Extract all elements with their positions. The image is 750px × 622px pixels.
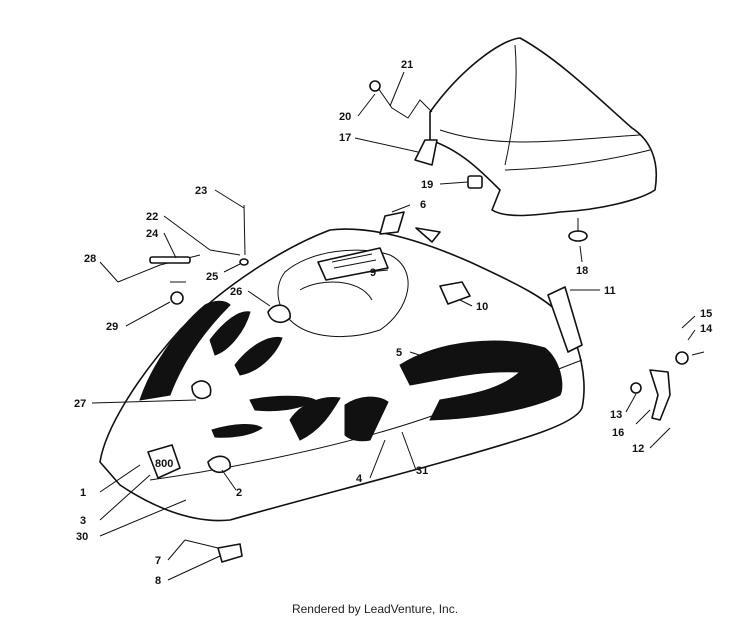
callout-16: 16 — [612, 409, 651, 439]
svg-text:21: 21 — [401, 59, 413, 71]
callout-2: 2 — [221, 469, 242, 499]
svg-text:31: 31 — [416, 465, 428, 477]
svg-text:800: 800 — [155, 458, 173, 470]
callout-20: 20 — [339, 93, 376, 123]
svg-text:15: 15 — [700, 308, 712, 320]
svg-text:27: 27 — [74, 398, 86, 410]
svg-text:25: 25 — [206, 271, 218, 283]
windshield-screw — [369, 80, 433, 119]
svg-text:14: 14 — [700, 323, 713, 335]
svg-text:5: 5 — [396, 347, 402, 359]
callout-23: 23 — [195, 185, 245, 209]
callout-10: 10 — [459, 299, 488, 313]
svg-text:22: 22 — [146, 211, 158, 223]
svg-text:16: 16 — [612, 427, 624, 439]
svg-text:4: 4 — [356, 473, 363, 485]
callout-24: 24 — [146, 228, 177, 259]
svg-text:3: 3 — [80, 515, 86, 527]
callout-18: 18 — [576, 245, 588, 277]
callout-30: 30 — [76, 499, 187, 543]
windshield — [429, 37, 657, 217]
callout-6: 6 — [391, 199, 426, 213]
front-emblem: 800 — [147, 444, 181, 479]
svg-text:18: 18 — [576, 265, 588, 277]
callout-25: 25 — [206, 263, 241, 283]
svg-text:28: 28 — [84, 253, 96, 265]
callout-26: 26 — [230, 286, 271, 307]
windshield-nut — [467, 175, 483, 189]
callout-12: 12 — [632, 427, 671, 455]
callout-3: 3 — [80, 474, 151, 527]
callout-28: 28 — [84, 253, 119, 283]
svg-text:19: 19 — [421, 179, 433, 191]
callout-17: 17 — [339, 132, 419, 153]
hood-vents — [209, 311, 316, 438]
svg-text:12: 12 — [632, 443, 644, 455]
windshield-bracket — [414, 139, 438, 166]
callout-8: 8 — [155, 555, 221, 587]
callout-5: 5 — [396, 347, 461, 369]
svg-text:30: 30 — [76, 531, 88, 543]
callout-21: 21 — [389, 59, 413, 107]
svg-text:29: 29 — [106, 321, 118, 333]
checkered-decal — [139, 300, 563, 442]
svg-text:11: 11 — [604, 285, 616, 297]
mounting-bracket — [439, 281, 471, 305]
svg-text:26: 26 — [230, 286, 242, 298]
callout-1: 1 — [80, 464, 141, 499]
callout-19: 19 — [421, 179, 469, 191]
callout-15: 15 — [681, 308, 712, 329]
side-plate — [547, 286, 583, 353]
hinge-assembly — [630, 351, 705, 421]
callout-29: 29 — [106, 301, 171, 333]
callout-7: 7 — [155, 539, 186, 567]
latch-hardware — [117, 204, 249, 305]
svg-text:9: 9 — [370, 267, 376, 279]
callout-13: 13 — [610, 393, 637, 421]
callout-31: 31 — [401, 431, 428, 477]
svg-text:20: 20 — [339, 111, 351, 123]
svg-text:8: 8 — [155, 575, 161, 587]
windshield-grommet — [568, 218, 588, 242]
arrow-decal — [379, 211, 441, 243]
svg-text:17: 17 — [339, 132, 351, 144]
callout-22: 22 — [146, 211, 211, 251]
svg-text:6: 6 — [420, 199, 426, 211]
callout-9: 9 — [367, 267, 389, 279]
svg-text:23: 23 — [195, 185, 207, 197]
hood-clip — [191, 304, 291, 474]
svg-text:7: 7 — [155, 555, 161, 567]
callout-27: 27 — [74, 398, 197, 410]
svg-text:24: 24 — [146, 228, 159, 240]
svg-text:10: 10 — [476, 301, 488, 313]
hood-decal-plate — [317, 247, 389, 281]
callout-14: 14 — [687, 323, 713, 341]
rear-strap — [184, 539, 243, 563]
svg-text:2: 2 — [236, 487, 242, 499]
callout-4: 4 — [356, 439, 386, 485]
svg-text:13: 13 — [610, 409, 622, 421]
svg-text:1: 1 — [80, 487, 86, 499]
render-credit: Rendered by LeadVenture, Inc. — [291, 602, 459, 616]
callout-11: 11 — [570, 285, 616, 297]
